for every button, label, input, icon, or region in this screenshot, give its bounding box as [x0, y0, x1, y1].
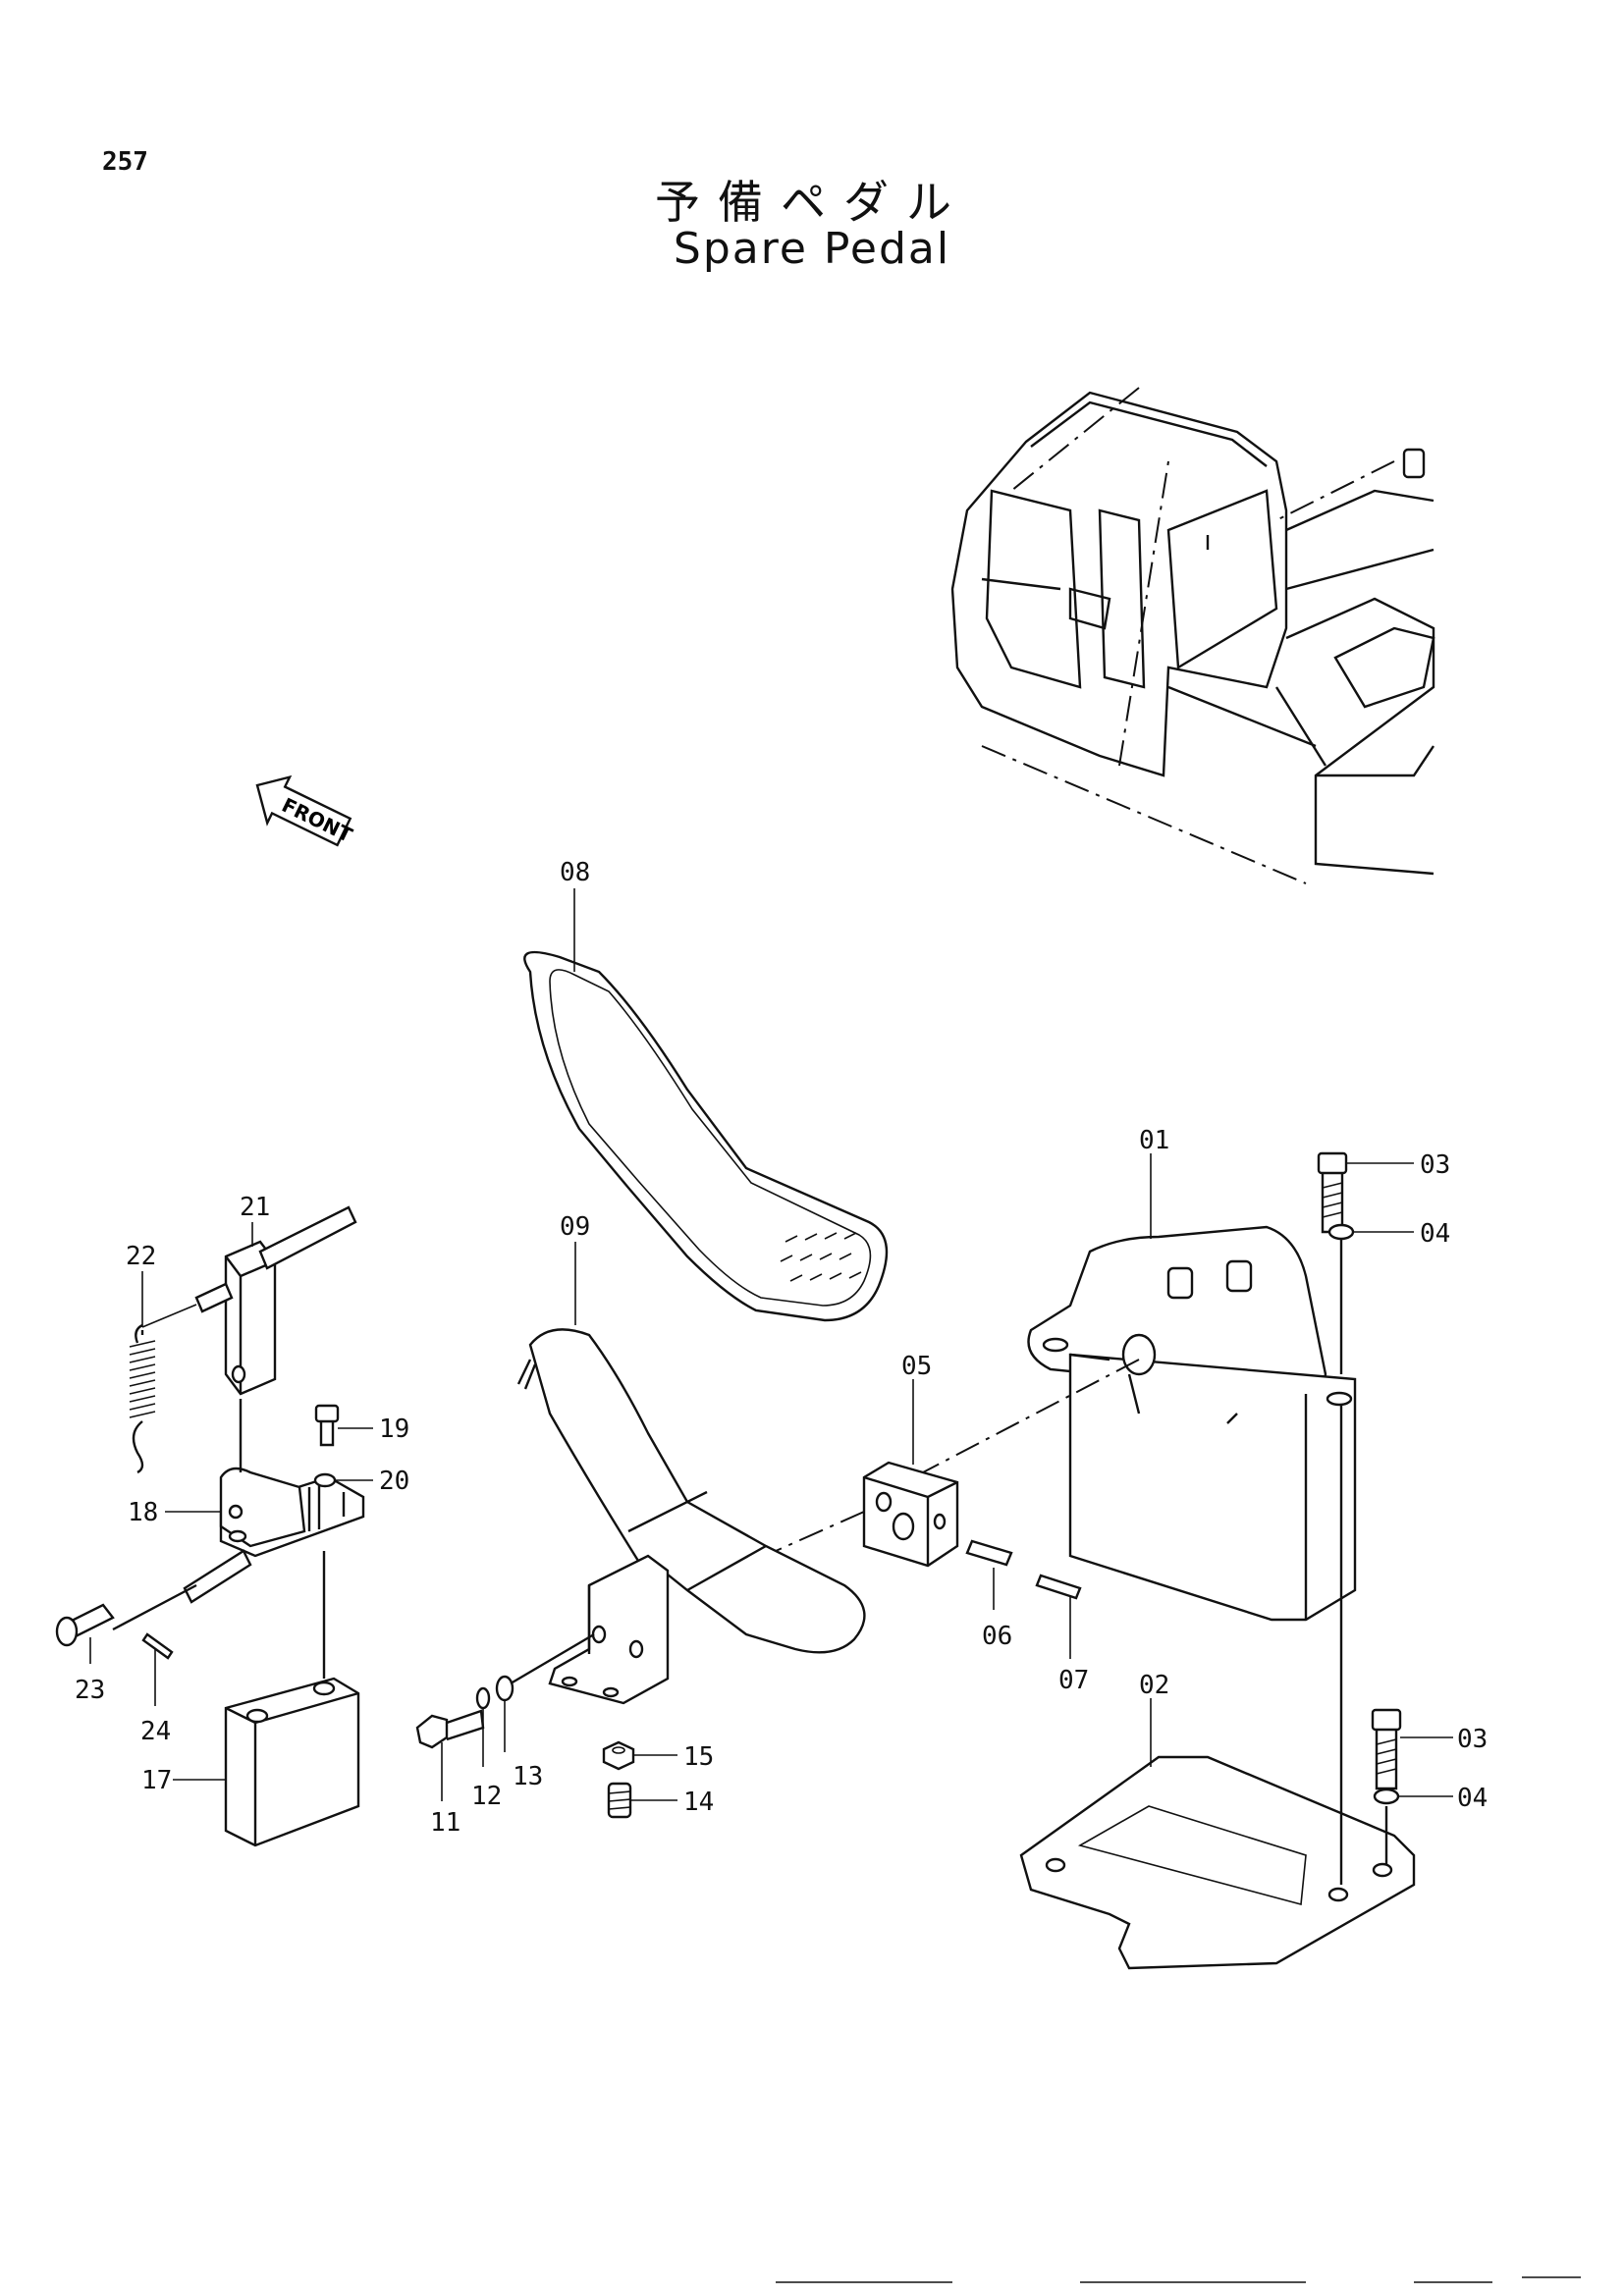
part-15-nut: [602, 1740, 635, 1771]
callout-19: 19: [379, 1415, 409, 1444]
callout-11: 11: [430, 1808, 460, 1838]
callout-04-upper: 04: [1420, 1219, 1450, 1249]
part-22-spring: [129, 1323, 156, 1474]
part-20-washer: [313, 1472, 337, 1488]
callout-06: 06: [982, 1622, 1012, 1651]
page-number: 257: [102, 147, 148, 177]
part-21-lever: [194, 1205, 357, 1396]
callout-08: 08: [560, 858, 590, 887]
part-23-pin: [55, 1603, 115, 1647]
part-13-washer: [495, 1675, 514, 1702]
callout-09: 09: [560, 1212, 590, 1242]
part-06-pin: [965, 1539, 1013, 1567]
callout-labels: 01 02 03 03 04 04 05 06 07 08 09 11 12 1…: [75, 858, 1488, 1838]
part-03-bolt-lower: [1371, 1708, 1402, 1790]
part-04-washer-upper: [1327, 1223, 1355, 1241]
callout-13: 13: [513, 1762, 543, 1791]
callout-17: 17: [141, 1766, 172, 1795]
part-24-cotter-pin: [141, 1632, 174, 1660]
part-17-block: [224, 1677, 360, 1847]
callout-22: 22: [126, 1242, 156, 1271]
part-09-pedal: [516, 1328, 866, 1705]
part-19-bolt: [314, 1404, 340, 1447]
part-12-washer: [475, 1686, 491, 1710]
callout-03-upper: 03: [1420, 1150, 1450, 1180]
part-05-block: [862, 1461, 959, 1568]
part-04-washer-lower: [1373, 1788, 1400, 1805]
callout-04-lower: 04: [1457, 1784, 1488, 1813]
part-14-screw: [607, 1782, 632, 1819]
part-03-bolt-upper: [1317, 1151, 1348, 1234]
callout-18: 18: [128, 1498, 158, 1527]
front-direction-arrow: FRONT: [255, 774, 356, 847]
part-08-pedal-pad: [523, 950, 889, 1322]
callout-05: 05: [901, 1352, 932, 1381]
callout-21: 21: [240, 1193, 270, 1222]
excavator-cab-illustration: [950, 387, 1435, 884]
bottom-edge-marks: [776, 2276, 1581, 2283]
callout-01: 01: [1139, 1126, 1169, 1155]
callout-23: 23: [75, 1676, 105, 1705]
title-english: Spare Pedal: [673, 224, 951, 274]
callout-24: 24: [140, 1717, 171, 1746]
part-18-bracket: [183, 1467, 365, 1604]
part-11-bolt: [415, 1709, 485, 1749]
callout-15: 15: [683, 1742, 714, 1772]
part-01-pedal-valve: [1027, 1225, 1357, 1622]
assembly-lines: [112, 1239, 1388, 1885]
part-07-pin: [1035, 1574, 1082, 1600]
callout-02: 02: [1139, 1671, 1169, 1700]
callout-14: 14: [683, 1788, 714, 1817]
leader-lines: [89, 888, 1453, 1801]
callout-12: 12: [471, 1782, 502, 1811]
callout-07: 07: [1058, 1666, 1089, 1695]
callout-20: 20: [379, 1467, 409, 1496]
title-japanese: 予備ペダル: [655, 176, 969, 229]
callout-03-lower: 03: [1457, 1725, 1488, 1754]
part-02-plate: [1019, 1755, 1416, 1970]
